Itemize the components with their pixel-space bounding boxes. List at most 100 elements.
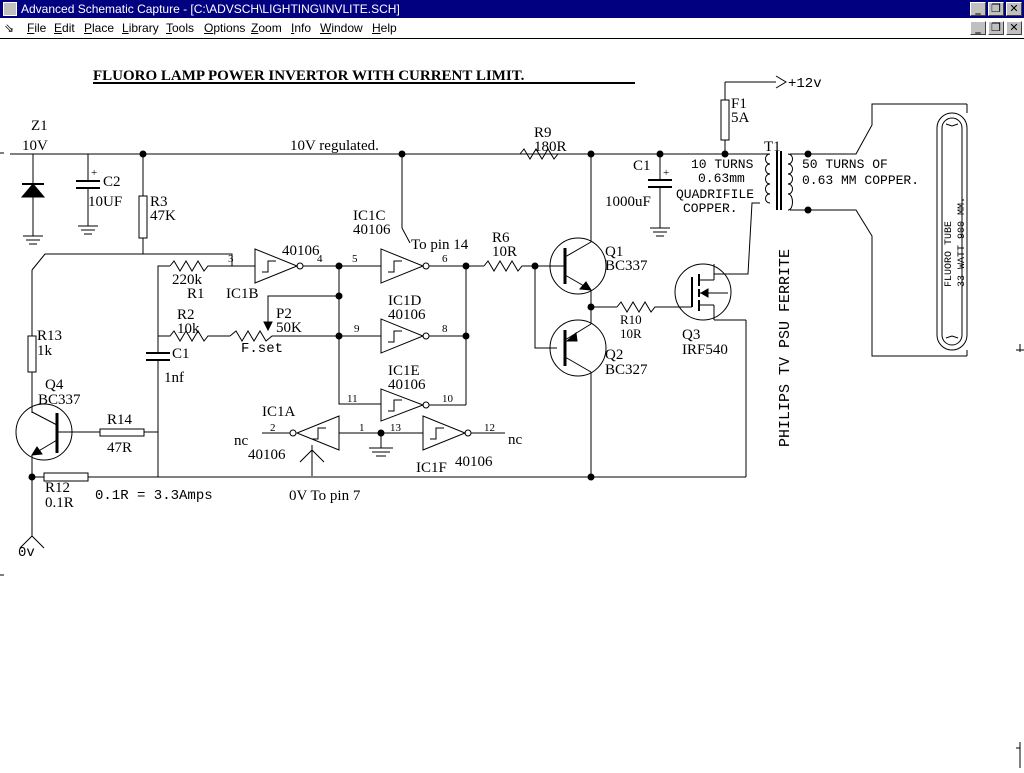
transistor-q2[interactable] bbox=[549, 319, 607, 377]
ic1a-type: 40106 bbox=[248, 447, 286, 463]
mosfet-q3[interactable] bbox=[674, 263, 732, 321]
schematic-canvas[interactable]: FLUORO LAMP POWER INVERTOR WITH CURRENT … bbox=[0, 39, 1024, 768]
svg-text:+: + bbox=[663, 167, 669, 179]
menu-zoom[interactable]: Zoom bbox=[251, 21, 282, 35]
c1-small-value: 1nf bbox=[164, 370, 184, 386]
svg-text:COPPER.: COPPER. bbox=[683, 201, 738, 216]
svg-text:1: 1 bbox=[359, 422, 365, 434]
q3-label: Q3 bbox=[682, 327, 700, 343]
ic1f-type: 40106 bbox=[455, 454, 493, 470]
svg-text:6: 6 bbox=[442, 253, 448, 265]
svg-text:10: 10 bbox=[442, 393, 454, 405]
menu-options[interactable]: Options bbox=[204, 21, 246, 35]
q2-label: Q2 bbox=[605, 347, 623, 363]
fuse-f1[interactable] bbox=[720, 99, 730, 141]
transistor-q1[interactable] bbox=[535, 237, 607, 295]
menu-bar: ⇘ File Edit Place Library Tools Options … bbox=[0, 18, 1024, 39]
c1-small-label: C1 bbox=[172, 346, 190, 362]
resistor-r3[interactable] bbox=[138, 154, 148, 254]
svg-text:10 TURNS: 10 TURNS bbox=[691, 157, 754, 172]
ic1b-type: 40106 bbox=[282, 243, 320, 259]
net-10v-label: 10V regulated. bbox=[290, 138, 379, 154]
svg-text:3: 3 bbox=[228, 253, 234, 265]
r13-value: 1k bbox=[37, 343, 53, 359]
svg-text:9: 9 bbox=[354, 323, 360, 335]
inverter-ic1a[interactable] bbox=[289, 415, 340, 451]
inverter-ic1d[interactable] bbox=[380, 318, 430, 354]
ic1b-label: IC1B bbox=[226, 286, 259, 302]
c1-value: 1000uF bbox=[605, 194, 651, 210]
menu-tools[interactable]: Tools bbox=[166, 21, 195, 35]
inverter-ic1f[interactable] bbox=[422, 415, 472, 451]
r3-value: 47K bbox=[150, 208, 176, 224]
resistor-r10[interactable] bbox=[616, 301, 676, 313]
ic1f-label: IC1F bbox=[416, 460, 447, 476]
menu-file[interactable]: File bbox=[27, 21, 47, 35]
r1-value: 220k bbox=[172, 272, 203, 288]
r3-label: R3 bbox=[150, 194, 168, 210]
ferrite-label: PHILIPS TV PSU FERRITE bbox=[777, 249, 794, 447]
c2-value: 10UF bbox=[88, 194, 122, 210]
fluoro-tube[interactable] bbox=[936, 103, 968, 357]
minimize-button[interactable]: _ bbox=[970, 2, 986, 16]
r2-value: 10k bbox=[177, 321, 200, 337]
zener-z1[interactable] bbox=[20, 154, 46, 245]
menu-library[interactable]: Library bbox=[122, 21, 159, 35]
svg-text:8: 8 bbox=[442, 323, 448, 335]
menu-window[interactable]: Window bbox=[320, 21, 363, 35]
p2-label: P2 bbox=[276, 306, 292, 322]
r14-label: R14 bbox=[107, 412, 133, 428]
svg-text:13: 13 bbox=[390, 422, 402, 434]
svg-text:2: 2 bbox=[270, 422, 276, 434]
r12-label: R12 bbox=[45, 480, 70, 496]
r14-value: 47R bbox=[107, 440, 132, 456]
svg-text:FLUORO TUBE: FLUORO TUBE bbox=[944, 221, 955, 287]
ic1c-label: IC1C bbox=[353, 208, 386, 224]
menu-info[interactable]: Info bbox=[291, 21, 312, 35]
ic1d-type: 40106 bbox=[388, 307, 426, 323]
transformer-t1[interactable] bbox=[765, 151, 793, 211]
c1-label: C1 bbox=[633, 158, 651, 174]
menu-edit[interactable]: Edit bbox=[54, 21, 75, 35]
pot-p2[interactable] bbox=[229, 330, 339, 342]
doc-minimize-button[interactable]: _ bbox=[970, 21, 986, 35]
doc-restore-button[interactable]: ❐ bbox=[988, 21, 1004, 35]
svg-text:12: 12 bbox=[484, 422, 495, 434]
supply-label: +12v bbox=[788, 76, 822, 92]
schematic-title: FLUORO LAMP POWER INVERTOR WITH CURRENT … bbox=[93, 68, 525, 84]
maximize-button[interactable]: ❐ bbox=[988, 2, 1004, 16]
resistor-r9[interactable] bbox=[519, 148, 559, 160]
menu-help[interactable]: Help bbox=[372, 21, 397, 35]
svg-text:33 WATT 900 MM.: 33 WATT 900 MM. bbox=[957, 197, 968, 287]
z1-label: Z1 bbox=[31, 118, 48, 134]
q4-label: Q4 bbox=[45, 377, 64, 393]
menu-place[interactable]: Place bbox=[84, 21, 115, 35]
q1-label: Q1 bbox=[605, 244, 623, 260]
document-icon[interactable]: ⇘ bbox=[4, 21, 15, 35]
r1-label: R1 bbox=[187, 286, 205, 302]
svg-text:+: + bbox=[91, 167, 97, 179]
r9-value: 180R bbox=[534, 139, 567, 155]
resistor-r14[interactable] bbox=[99, 428, 145, 437]
svg-text:0.63 MM COPPER.: 0.63 MM COPPER. bbox=[802, 173, 919, 188]
r2-label: R2 bbox=[177, 307, 195, 323]
resistor-r13[interactable] bbox=[27, 335, 37, 373]
resistor-r1[interactable] bbox=[169, 260, 232, 272]
r10-value: 10R bbox=[620, 326, 642, 341]
ic1d-label: IC1D bbox=[388, 293, 422, 309]
close-button[interactable]: ✕ bbox=[1006, 2, 1022, 16]
r12-value: 0.1R bbox=[45, 495, 74, 511]
inverter-ic1e[interactable] bbox=[380, 388, 430, 422]
title-bar: Advanced Schematic Capture - [C:\ADVSCH\… bbox=[0, 0, 1024, 18]
svg-text:0.63mm: 0.63mm bbox=[698, 171, 745, 186]
transistor-q4[interactable] bbox=[15, 403, 100, 461]
doc-close-button[interactable]: ✕ bbox=[1006, 21, 1022, 35]
q4-value: BC337 bbox=[38, 392, 81, 408]
inverter-ic1c[interactable] bbox=[380, 248, 430, 284]
app-icon[interactable] bbox=[3, 2, 17, 16]
resistor-r6[interactable] bbox=[483, 260, 535, 272]
capacitor-c1[interactable]: + bbox=[648, 154, 672, 237]
capacitor-c2[interactable]: + bbox=[76, 154, 100, 235]
q1-value: BC337 bbox=[605, 258, 648, 274]
r9-label: R9 bbox=[534, 125, 552, 141]
